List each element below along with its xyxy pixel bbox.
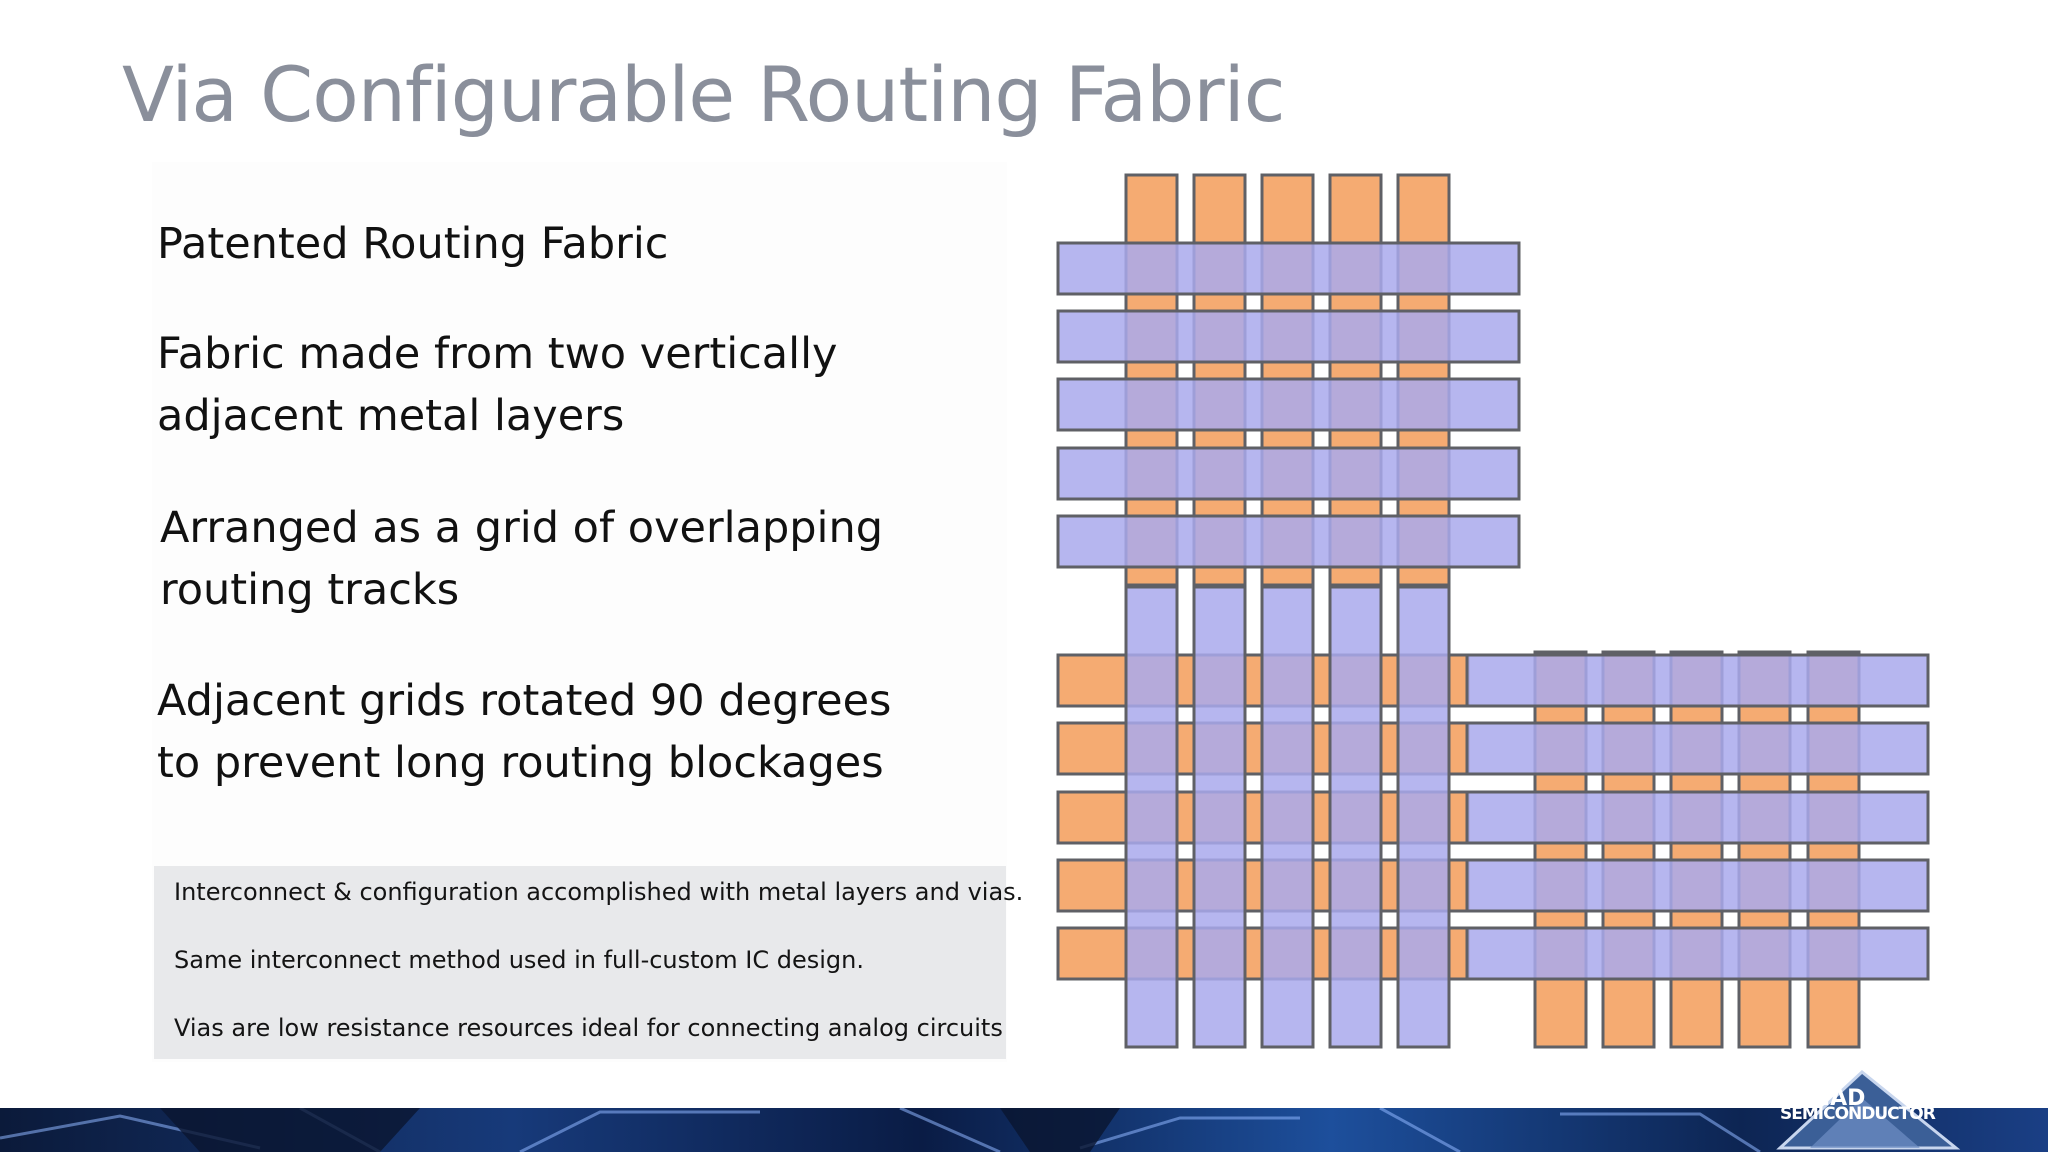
bullet-line: to prevent long routing blockages	[157, 738, 884, 788]
blue-track	[1465, 721, 1930, 776]
bullet-patented-fabric: Patented Routing Fabric	[157, 213, 668, 275]
triad-logo	[1776, 1070, 1961, 1150]
blue-horizontal-tracks	[1056, 241, 1521, 569]
footer-banner	[0, 1108, 2048, 1152]
bullet-metal-layers: Fabric made from two vertically adjacent…	[157, 323, 837, 447]
grid-block-bottom-left	[1056, 585, 1470, 1049]
circuit-pattern	[0, 1108, 1761, 1152]
blue-track	[1328, 585, 1383, 1049]
blue-track	[1192, 585, 1247, 1049]
note-vias: Vias are low resistance resources ideal …	[174, 1014, 1003, 1042]
blue-track	[1056, 446, 1521, 501]
blue-track	[1396, 585, 1451, 1049]
notes-box: Interconnect & configuration accomplishe…	[154, 866, 1023, 1059]
bullet-line: Adjacent grids rotated 90 degrees	[157, 676, 892, 726]
orange-track	[1737, 650, 1792, 1049]
grid-block-top	[1056, 173, 1521, 587]
bullet-line: Fabric made from two vertically	[157, 329, 838, 379]
blue-track	[1465, 926, 1930, 981]
orange-track	[1601, 650, 1656, 1049]
blue-track	[1465, 653, 1930, 708]
bullet-line: adjacent metal layers	[157, 391, 625, 441]
note-full-custom: Same interconnect method used in full-cu…	[174, 946, 864, 974]
orange-vertical-tracks	[1533, 650, 1861, 1049]
routing-fabric-diagram	[1056, 173, 1930, 1049]
orange-track	[1533, 650, 1588, 1049]
orange-track	[1669, 650, 1724, 1049]
bullet-line: Patented Routing Fabric	[157, 219, 669, 269]
blue-track	[1465, 790, 1930, 845]
bullet-rotated-grids: Adjacent grids rotated 90 degrees to pre…	[157, 670, 891, 794]
blue-track	[1465, 858, 1930, 913]
blue-track	[1056, 377, 1521, 432]
blue-track	[1260, 585, 1315, 1049]
slide-title: Via Configurable Routing Fabric	[122, 50, 1286, 139]
blue-track	[1056, 241, 1521, 296]
logo-text-triad: TRIAD	[1790, 1086, 1866, 1111]
blue-horizontal-tracks	[1465, 653, 1930, 981]
bullet-line: Arranged as a grid of overlapping	[160, 503, 884, 553]
bullet-grid-tracks: Arranged as a grid of overlapping routin…	[160, 497, 883, 621]
note-interconnect: Interconnect & configuration accomplishe…	[174, 878, 1024, 906]
bullet-line: routing tracks	[160, 565, 460, 615]
logo-text-semiconductor: SEMICONDUCTOR	[1780, 1104, 1936, 1124]
grid-block-bottom-right	[1465, 650, 1930, 1049]
blue-vertical-tracks	[1124, 585, 1451, 1049]
orange-track	[1806, 650, 1861, 1049]
blue-track	[1056, 309, 1521, 364]
blue-track	[1056, 514, 1521, 569]
blue-track	[1124, 585, 1179, 1049]
